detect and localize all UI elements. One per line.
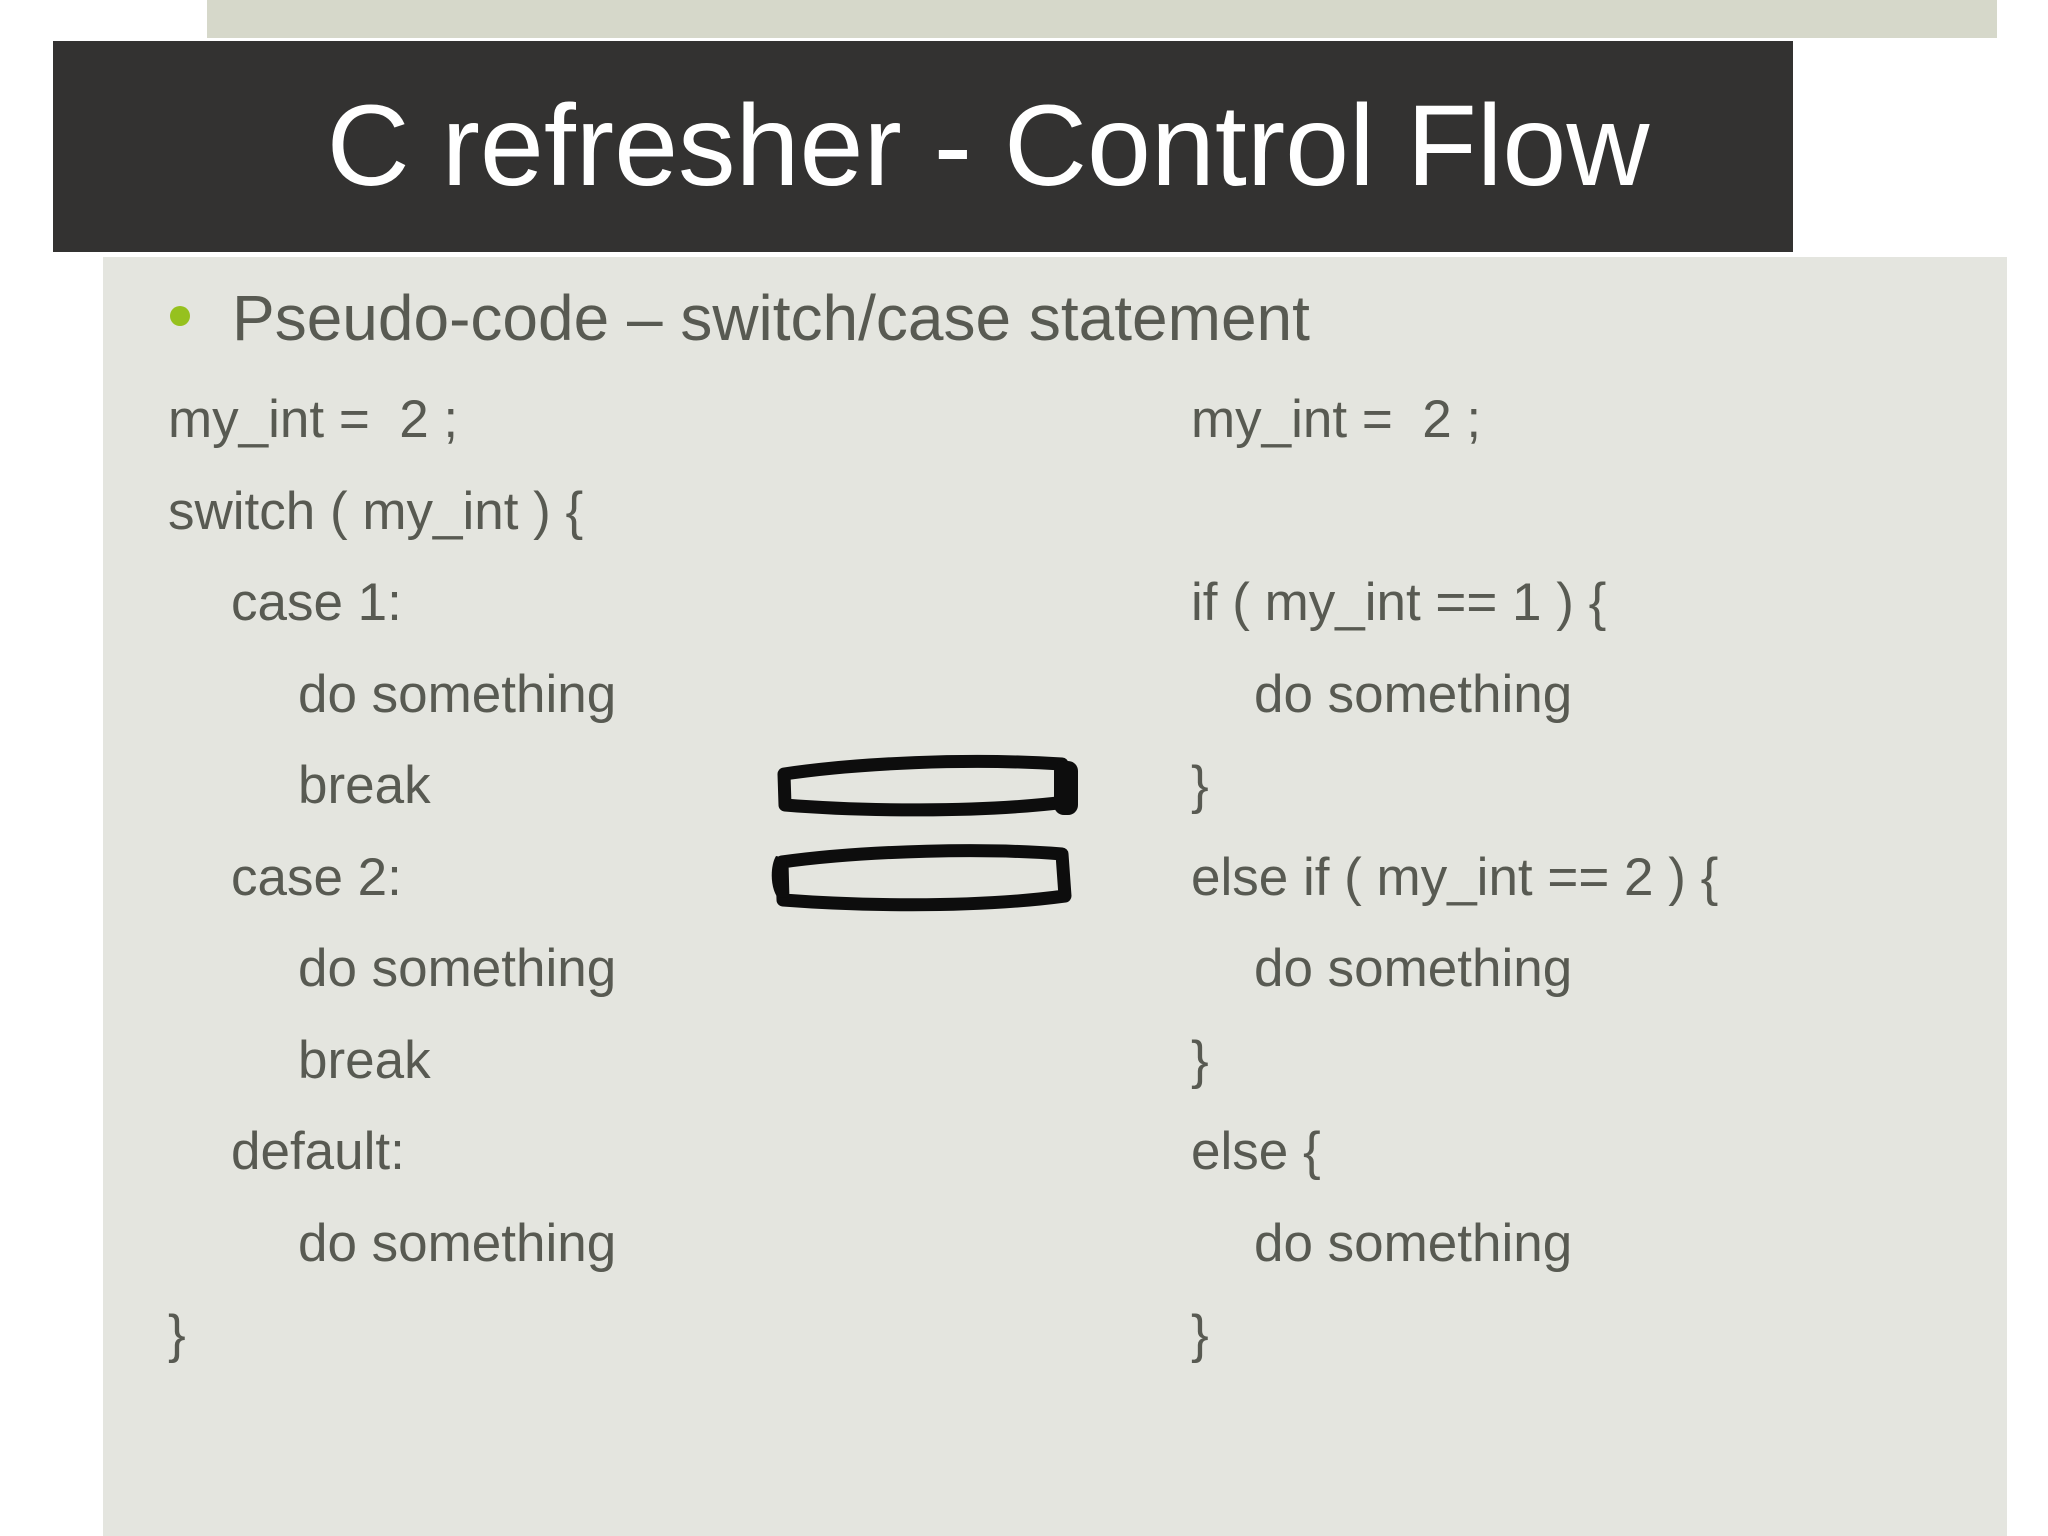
- code-line: case 1:: [231, 573, 402, 632]
- code-line: do something: [1254, 664, 1573, 724]
- code-line: switch ( my_int ) {: [168, 481, 584, 541]
- code-line: do something: [298, 664, 617, 724]
- slide-title-bar: C refresher - Control Flow: [53, 41, 1793, 252]
- code-line: }: [1191, 1030, 1209, 1090]
- code-line: else {: [1191, 1122, 1321, 1181]
- code-line: [1191, 466, 1718, 558]
- bullet-text: Pseudo-code – switch/case statement: [232, 282, 1310, 354]
- code-line: default:: [231, 1122, 405, 1181]
- top-accent-strip: [207, 0, 1997, 38]
- code-line: my_int = 2 ;: [1191, 390, 1482, 449]
- code-line: }: [1191, 756, 1209, 815]
- code-line: }: [168, 1305, 186, 1364]
- bullet-point-icon: [170, 306, 190, 326]
- code-line: case 2:: [231, 847, 402, 907]
- code-line: do something: [298, 939, 617, 998]
- code-line: }: [1191, 1305, 1209, 1364]
- code-line: break: [298, 756, 431, 815]
- hand-drawn-equals-icon: [771, 754, 1078, 912]
- slide-title: C refresher - Control Flow: [326, 82, 1650, 210]
- switch-case-code-block: my_int = 2 ; switch ( my_int ) { case 1: do…: [168, 374, 616, 1381]
- code-line: do something: [298, 1213, 617, 1273]
- code-line: else if ( my_int == 2 ) {: [1191, 847, 1719, 907]
- code-line: do something: [1254, 939, 1573, 998]
- code-line: break: [298, 1030, 431, 1090]
- code-line: do something: [1254, 1213, 1573, 1273]
- if-else-code-block: my_int = 2 ; if ( my_int == 1 ) { do somet…: [1191, 374, 1718, 1381]
- code-line: my_int = 2 ;: [168, 390, 459, 449]
- code-line: if ( my_int == 1 ) {: [1191, 573, 1607, 632]
